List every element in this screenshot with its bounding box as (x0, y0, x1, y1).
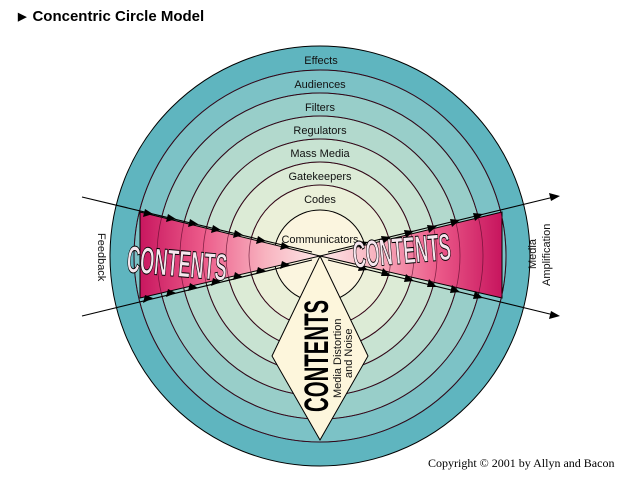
media-amplification-label-1: Media (527, 238, 539, 269)
triangle-bullet-icon: ▶ (18, 11, 27, 23)
distortion-label-1: Media Distortion (332, 319, 344, 398)
copyright: Copyright © 2001 by Allyn and Bacon (428, 456, 615, 470)
contents-right: CONTENTS (351, 226, 452, 277)
contents-bottom: CONTENTS (298, 300, 336, 412)
label-mass-media: Mass Media (290, 148, 350, 160)
label-codes: Codes (304, 194, 336, 206)
label-filters: Filters (305, 102, 335, 114)
distortion-diamond (271, 254, 369, 442)
ring-labels: Effects Audiences Filters Regulators Mas… (281, 55, 359, 246)
title-text: Concentric Circle Model (32, 8, 205, 25)
contents-left: CONTENTS (125, 239, 229, 290)
amplification-arrows (327, 193, 560, 319)
label-gatekeepers: Gatekeepers (289, 171, 352, 183)
contents-wedge-left (139, 211, 321, 299)
distortion-label-2: and Noise (343, 328, 355, 378)
feedback-arrows (81, 196, 313, 317)
page-title: ▶ Concentric Circle Model (18, 8, 204, 25)
label-audiences: Audiences (294, 79, 346, 91)
label-communicators: Communicators (281, 234, 359, 246)
feedback-label: Feedback (95, 233, 107, 282)
label-regulators: Regulators (293, 125, 347, 137)
media-amplification-label-2: Amplification (541, 224, 553, 286)
label-effects: Effects (304, 55, 338, 67)
